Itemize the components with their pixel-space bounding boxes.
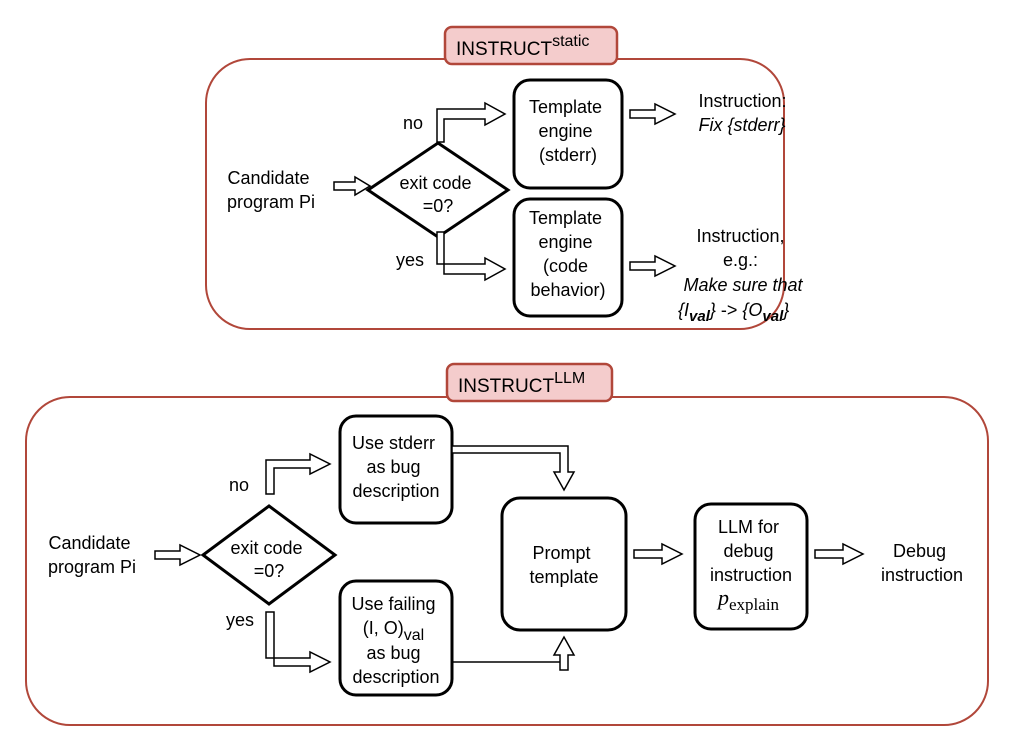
llm-branch-no: no: [229, 475, 249, 495]
llm-model-math: pexplain: [716, 585, 780, 614]
llm-arrow-to-output: [814, 542, 865, 566]
static-branch-no: no: [403, 113, 423, 133]
static-branch-yes: yes: [396, 250, 424, 270]
llm-tag-label: INSTRUCTLLM: [458, 370, 585, 397]
static-arrow-out-behavior: [629, 254, 677, 278]
static-output-behavior: Instruction, e.g.: Make sure that: [683, 226, 803, 295]
llm-input-label: Candidate program Pi: [48, 533, 136, 577]
llm-arrow-yes: [265, 611, 332, 674]
static-arrow-no: [436, 101, 507, 143]
llm-arrow-stderr-to-prompt: [451, 445, 576, 492]
llm-use-failing-box: [338, 579, 454, 697]
llm-output-label: Debug instruction: [881, 541, 963, 585]
llm-model-label: LLM for debug instruction: [710, 517, 792, 585]
static-arrow-yes: [436, 231, 507, 282]
llm-use-stderr-box: [338, 414, 454, 525]
llm-arrow-input: [154, 543, 202, 567]
llm-prompt-template-box: [500, 496, 628, 632]
llm-tag-box: [445, 362, 614, 403]
llm-use-stderr-label: Use stderr as bug description: [352, 433, 440, 501]
static-output-stderr: Instruction: Fix {stderr}: [698, 91, 791, 135]
static-input-label: Candidate program Pi: [227, 168, 315, 212]
llm-arrow-prompt-to-llm: [633, 542, 684, 566]
llm-arrow-failing-to-prompt: [452, 635, 576, 671]
static-engine-behavior-box: [512, 197, 624, 318]
static-output-io: {Ival} -> {Oval}: [678, 300, 789, 325]
llm-model-box: [693, 502, 809, 631]
llm-prompt-template-label: Prompt template: [529, 543, 598, 587]
llm-decision-label: exit code =0?: [230, 538, 307, 581]
llm-branch-yes: yes: [226, 610, 254, 630]
static-engine-behavior-label: Template engine (code behavior): [529, 208, 607, 300]
static-arrow-input: [333, 175, 372, 197]
static-engine-stderr-box: [512, 78, 624, 190]
static-decision-label: exit code =0?: [399, 173, 476, 216]
llm-decision-diamond: [200, 504, 338, 606]
static-engine-stderr-label: Template engine (stderr): [529, 97, 607, 165]
llm-arrow-no: [265, 452, 332, 495]
static-tag-label: INSTRUCTstatic: [456, 33, 589, 60]
llm-use-failing-label: Use failing (I, O)val as bug description: [351, 594, 440, 687]
static-tag-box: [443, 25, 619, 66]
static-arrow-out-stderr: [629, 102, 677, 126]
